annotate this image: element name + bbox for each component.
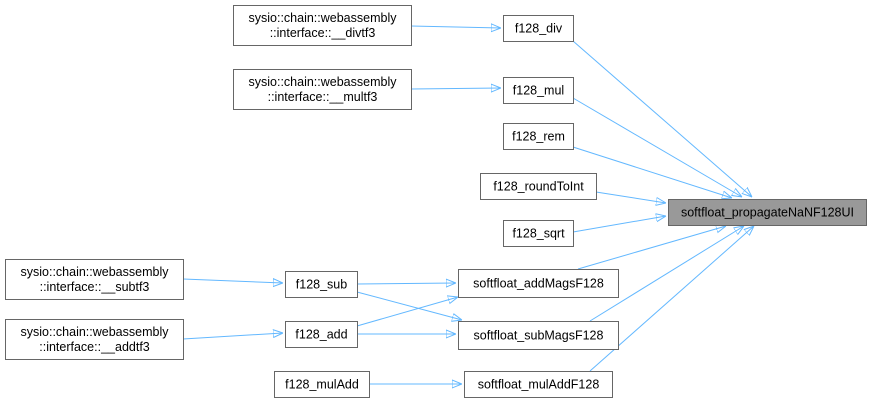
node-addtf3[interactable]: sysio::chain::webassembly::interface::__… <box>5 319 184 360</box>
node-f128-add[interactable]: f128_add <box>285 321 358 348</box>
node-label-line: softfloat_propagateNaNF128UI <box>681 206 854 220</box>
edge-multf3-to-f128_mul <box>410 88 501 89</box>
node-label-line: f128_mulAdd <box>285 378 359 392</box>
node-label-line: sysio::chain::webassembly <box>249 75 398 89</box>
edges-layer <box>182 26 754 384</box>
node-box <box>668 199 867 226</box>
node-label-line: f128_roundToInt <box>493 180 584 194</box>
node-label-line: sysio::chain::webassembly <box>21 265 170 279</box>
edge-f128_roundToInt-to-softfloat_propagateNaNF128UI <box>595 191 666 203</box>
edge-softfloat_addMagsF128-to-softfloat_propagateNaNF128UI <box>577 226 726 270</box>
node-f128-mul[interactable]: f128_mul <box>503 77 574 104</box>
node-label-line: softfloat_addMagsF128 <box>473 277 604 291</box>
edge-f128_sub-to-softfloat_addMagsF128 <box>356 283 456 284</box>
node-box <box>5 319 184 360</box>
edge-f128_rem-to-softfloat_propagateNaNF128UI <box>572 146 732 198</box>
node-box <box>503 15 574 42</box>
edge-addtf3-to-f128_add <box>182 333 283 340</box>
node-label-line: softfloat_mulAddF128 <box>478 378 600 392</box>
node-multf3[interactable]: sysio::chain::webassembly::interface::__… <box>233 69 412 110</box>
node-subtf3[interactable]: sysio::chain::webassembly::interface::__… <box>5 259 184 300</box>
node-label-line: sysio::chain::webassembly <box>21 325 170 339</box>
node-box <box>464 371 613 398</box>
edge-f128_mul-to-softfloat_propagateNaNF128UI <box>572 97 742 197</box>
edge-subtf3-to-f128_sub <box>182 279 283 283</box>
node-label-line: ::interface::__subtf3 <box>40 280 150 294</box>
edge-f128_sqrt-to-softfloat_propagateNaNF128UI <box>572 216 666 233</box>
node-box <box>503 77 574 104</box>
node-f128-div[interactable]: f128_div <box>503 15 574 42</box>
edge-divtf3-to-f128_div <box>410 26 501 28</box>
edge-f128_add-to-softfloat_addMagsF128 <box>356 297 458 327</box>
node-box <box>503 220 574 247</box>
nodes-layer: sysio::chain::webassembly::interface::__… <box>5 5 867 398</box>
node-box <box>503 123 574 150</box>
node-f128-mulAdd[interactable]: f128_mulAdd <box>274 371 370 398</box>
node-box <box>285 321 358 348</box>
edge-f128_sub-to-softfloat_subMagsF128 <box>356 291 462 320</box>
node-softfloat-subMagsF128[interactable]: softfloat_subMagsF128 <box>458 321 619 350</box>
node-label-line: f128_sub <box>296 278 347 292</box>
node-f128-sqrt[interactable]: f128_sqrt <box>503 220 574 247</box>
node-label-line: f128_rem <box>512 130 565 144</box>
node-label-line: sysio::chain::webassembly <box>249 11 398 25</box>
node-label-line: f128_sqrt <box>512 227 565 241</box>
node-f128-roundToInt[interactable]: f128_roundToInt <box>480 173 597 200</box>
node-box <box>480 173 597 200</box>
node-softfloat-mulAddF128[interactable]: softfloat_mulAddF128 <box>464 371 613 398</box>
node-divtf3[interactable]: sysio::chain::webassembly::interface::__… <box>233 5 412 46</box>
node-box <box>233 5 412 46</box>
node-label-line: ::interface::__addtf3 <box>39 340 150 354</box>
edge-softfloat_subMagsF128-to-softfloat_propagateNaNF128UI <box>589 226 744 322</box>
node-label-line: softfloat_subMagsF128 <box>474 329 604 343</box>
node-label-line: f128_add <box>295 328 347 342</box>
edge-f128_div-to-softfloat_propagateNaNF128UI <box>572 40 752 197</box>
node-box <box>458 269 619 298</box>
node-box <box>458 321 619 350</box>
node-softfloat-addMagsF128[interactable]: softfloat_addMagsF128 <box>458 269 619 298</box>
node-box <box>274 371 370 398</box>
node-label-line: ::interface::__divtf3 <box>270 26 376 40</box>
node-f128-sub[interactable]: f128_sub <box>285 271 358 298</box>
node-box <box>5 259 184 300</box>
node-label-line: f128_div <box>515 22 563 36</box>
node-f128-rem[interactable]: f128_rem <box>503 123 574 150</box>
node-box <box>233 69 412 110</box>
node-label-line: f128_mul <box>513 84 564 98</box>
node-softfloat-propagateNaNF128UI[interactable]: softfloat_propagateNaNF128UI <box>668 199 867 226</box>
node-box <box>285 271 358 298</box>
node-label-line: ::interface::__multf3 <box>268 90 378 104</box>
